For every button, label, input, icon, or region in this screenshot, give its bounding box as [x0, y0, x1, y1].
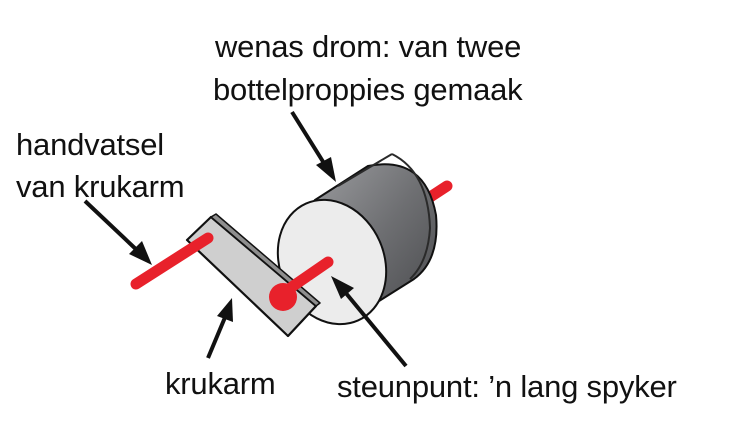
handle-label-line1: handvatsel [16, 127, 164, 162]
crank-label: krukarm [165, 366, 276, 401]
arrow-pivot [331, 276, 408, 368]
drum-label-line2: bottelproppies gemaak [213, 72, 523, 107]
pivot-dot [269, 283, 297, 311]
arrow-crank [206, 298, 233, 359]
arrow-handle [83, 199, 152, 265]
arrow-drum [290, 110, 336, 182]
pivot-label: steunpunt: ’n lang spyker [337, 369, 677, 404]
drum-label-line1: wenas drom: van twee [214, 29, 521, 64]
crank-handle [130, 232, 214, 290]
handle-label-line2: van krukarm [16, 169, 184, 204]
